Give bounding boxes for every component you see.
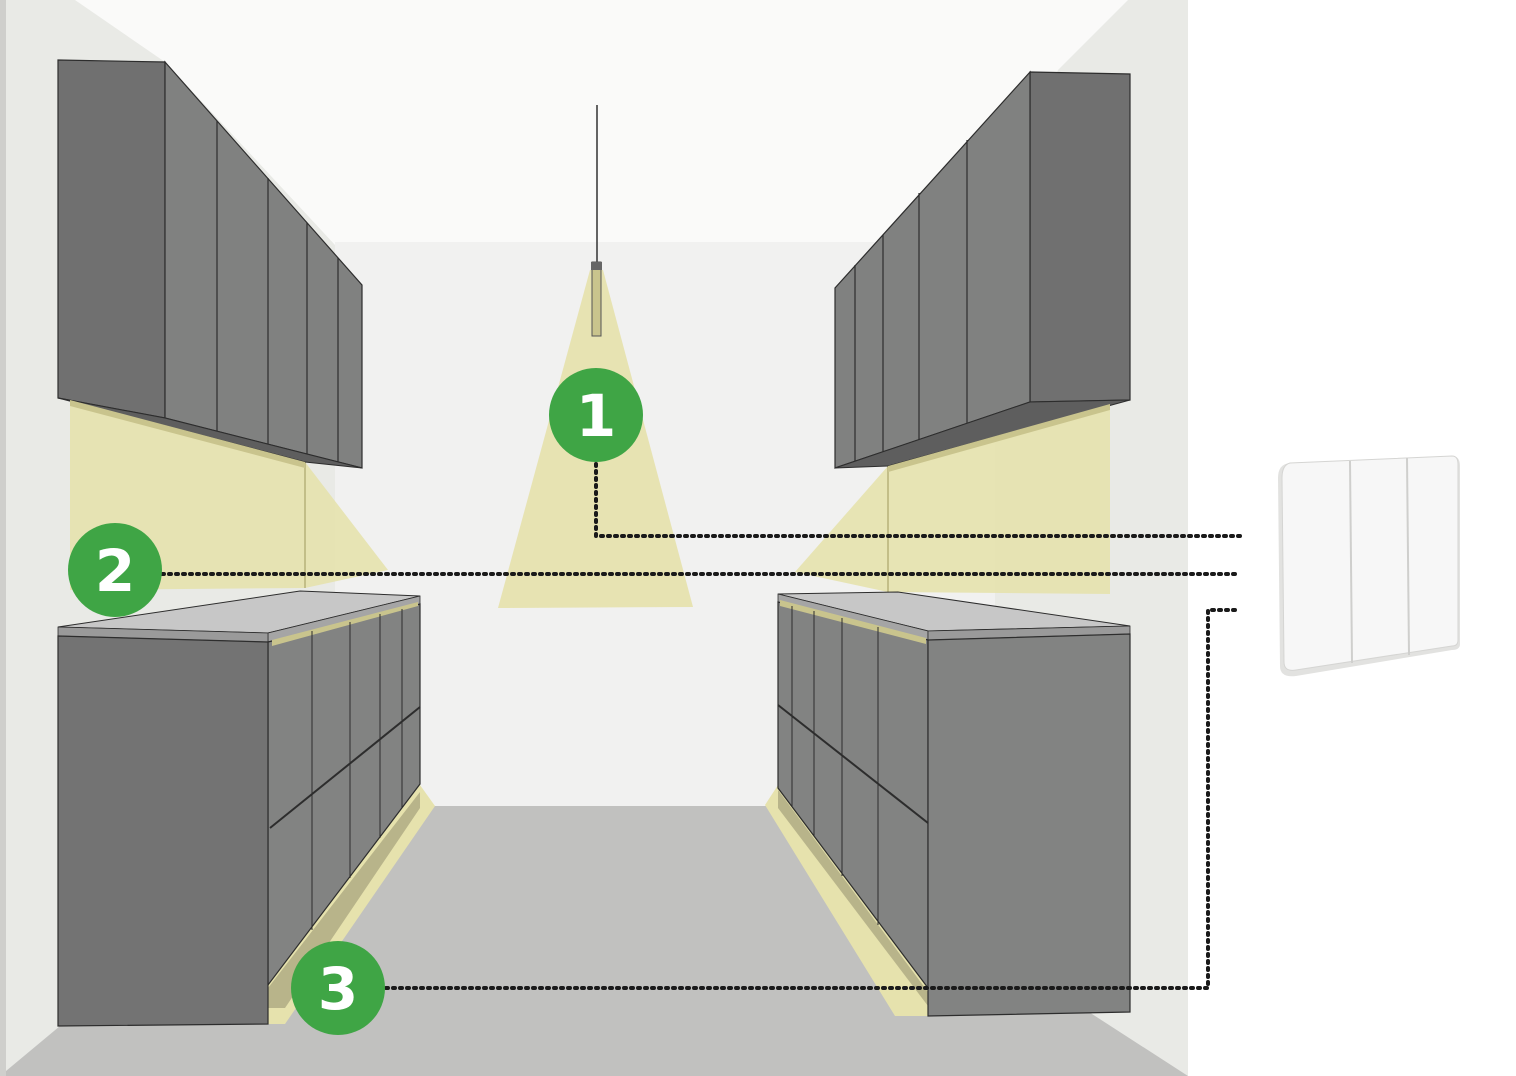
badge-zone-2-label: 2 — [95, 537, 135, 605]
badge-zone-2: 2 — [68, 523, 162, 617]
left-base-cabinets — [57, 590, 421, 1027]
ceiling — [75, 0, 1128, 245]
connector-lines — [160, 462, 1242, 990]
badge-zone-1-label: 1 — [576, 382, 616, 450]
connector-zone-3 — [384, 608, 1242, 990]
left-upper-cabinets — [57, 59, 363, 469]
badge-zone-3-label: 3 — [318, 955, 358, 1023]
right-base-cabinets — [777, 591, 1131, 1017]
badge-zone-3: 3 — [291, 941, 385, 1035]
three-gang-wall-switch-icon — [1278, 455, 1460, 677]
connector-zone-1 — [594, 462, 1242, 538]
right-upper-cabinets — [834, 70, 1131, 472]
badge-zone-1: 1 — [549, 368, 643, 462]
pendant-lamp-icon — [591, 261, 602, 337]
